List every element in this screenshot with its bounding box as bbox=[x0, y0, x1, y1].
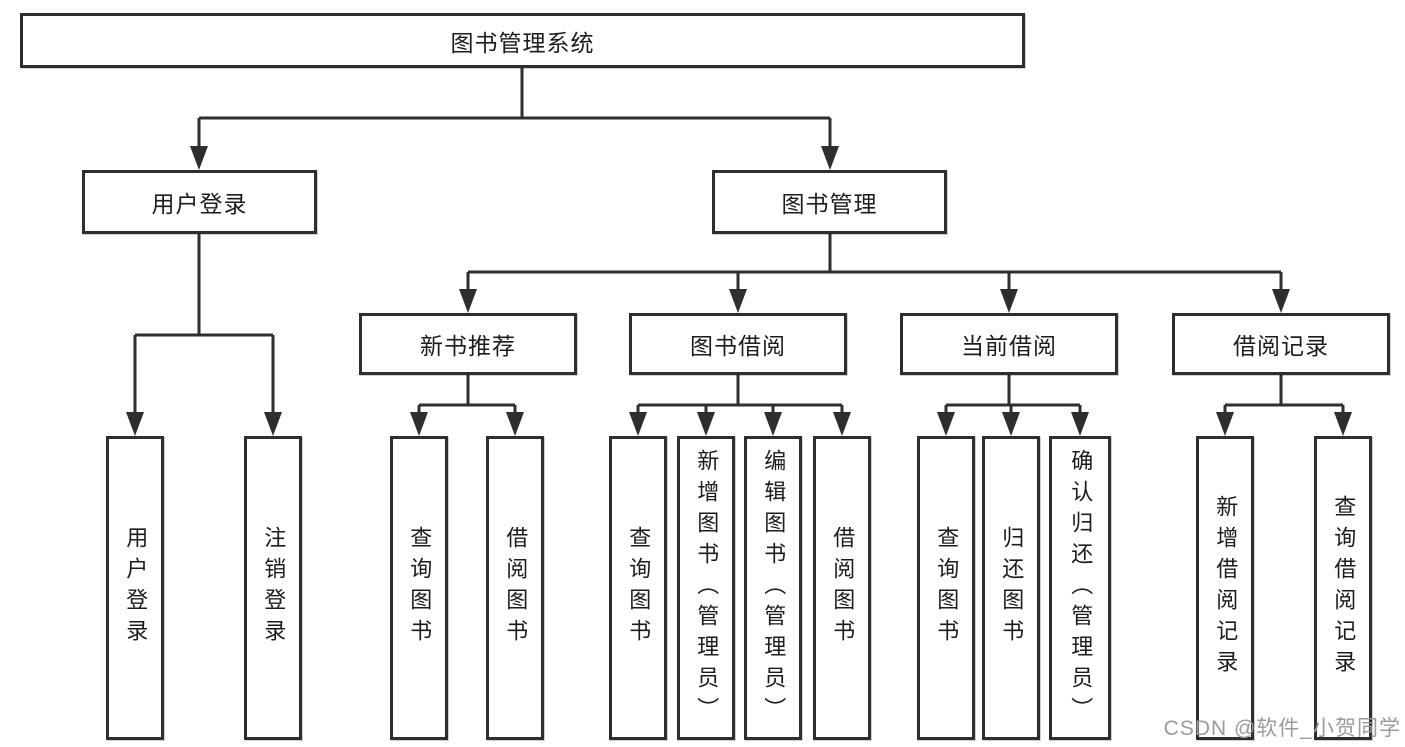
leaf-cb-query-books: 查询图书 bbox=[917, 436, 975, 740]
arrowhead-down-icon bbox=[459, 289, 477, 313]
node-new-book-recommend-label: 新书推荐 bbox=[420, 333, 516, 359]
leaf-br-add-record: 新增借阅记录 bbox=[1196, 436, 1254, 740]
connector-root-to-level2 bbox=[190, 68, 839, 170]
leaf-bb-edit-books-admin: 编辑图书（管理员） bbox=[744, 436, 802, 740]
connector-new-book-rec-to-leaves bbox=[410, 375, 524, 436]
leaf-logout-action: 注销登录 bbox=[244, 436, 302, 740]
leaf-label: 新增图书（管理员） bbox=[694, 448, 720, 728]
leaf-label: 编辑图书（管理员） bbox=[761, 448, 787, 728]
connector-book-borrow-to-leaves bbox=[629, 375, 851, 436]
arrowhead-down-icon bbox=[126, 412, 144, 436]
leaf-cb-confirm-return-admin: 确认归还（管理员） bbox=[1049, 436, 1111, 740]
leaf-label: 新增借阅记录 bbox=[1213, 495, 1239, 681]
node-user-login-label: 用户登录 bbox=[151, 191, 248, 217]
arrowhead-down-icon bbox=[1071, 412, 1089, 436]
csdn-watermark: CSDN @软件_小贺同学 bbox=[1163, 717, 1401, 740]
leaf-bb-add-books-admin: 新增图书（管理员） bbox=[677, 436, 735, 740]
connector-current-borrow-to-leaves bbox=[937, 375, 1089, 436]
arrowhead-down-icon bbox=[729, 289, 747, 313]
node-new-book-recommend: 新书推荐 bbox=[359, 313, 577, 375]
node-borrowing-records-label: 借阅记录 bbox=[1233, 333, 1329, 359]
arrowhead-down-icon bbox=[821, 146, 839, 170]
arrowhead-down-icon bbox=[410, 412, 428, 436]
leaf-label: 查询图书 bbox=[934, 526, 960, 650]
node-book-management: 图书管理 bbox=[712, 170, 947, 234]
leaf-rec-query-books: 查询图书 bbox=[390, 436, 448, 740]
leaf-br-query-record: 查询借阅记录 bbox=[1314, 436, 1372, 740]
arrowhead-down-icon bbox=[1216, 412, 1234, 436]
leaf-label: 借阅图书 bbox=[830, 526, 856, 650]
leaf-bb-borrow-books: 借阅图书 bbox=[813, 436, 871, 740]
arrowhead-down-icon bbox=[833, 412, 851, 436]
arrowhead-down-icon bbox=[1334, 412, 1352, 436]
leaf-label: 注销登录 bbox=[261, 526, 287, 650]
leaf-bb-query-books: 查询图书 bbox=[609, 436, 667, 740]
arrowhead-down-icon bbox=[1002, 412, 1020, 436]
arrowhead-down-icon bbox=[1272, 289, 1290, 313]
leaf-rec-borrow-books: 借阅图书 bbox=[486, 436, 544, 740]
leaf-label: 查询借阅记录 bbox=[1331, 495, 1357, 681]
leaf-label: 确认归还（管理员） bbox=[1068, 448, 1094, 728]
node-book-borrowing: 图书借阅 bbox=[629, 313, 847, 375]
arrowhead-down-icon bbox=[506, 412, 524, 436]
arrowhead-down-icon bbox=[937, 412, 955, 436]
arrowhead-down-icon bbox=[1000, 289, 1018, 313]
connector-user-login-to-leaves bbox=[126, 234, 282, 436]
node-root-system: 图书管理系统 bbox=[20, 13, 1025, 68]
leaf-label: 用户登录 bbox=[123, 526, 149, 650]
node-current-borrowing-label: 当前借阅 bbox=[961, 333, 1057, 359]
leaf-label: 查询图书 bbox=[407, 526, 433, 650]
connector-borrow-records-to-leaves bbox=[1216, 375, 1352, 436]
arrowhead-down-icon bbox=[629, 412, 647, 436]
leaf-label: 查询图书 bbox=[626, 526, 652, 650]
arrowhead-down-icon bbox=[190, 146, 208, 170]
arrowhead-down-icon bbox=[697, 412, 715, 436]
connector-book-mgmt-to-level3 bbox=[459, 234, 1290, 313]
node-root-label: 图书管理系统 bbox=[450, 29, 595, 56]
arrowhead-down-icon bbox=[764, 412, 782, 436]
arrowhead-down-icon bbox=[264, 412, 282, 436]
leaf-label: 借阅图书 bbox=[503, 526, 529, 650]
node-current-borrowing: 当前借阅 bbox=[900, 313, 1118, 375]
leaf-cb-return-books: 归还图书 bbox=[982, 436, 1040, 740]
leaf-label: 归还图书 bbox=[999, 526, 1025, 650]
node-borrowing-records: 借阅记录 bbox=[1172, 313, 1390, 375]
node-user-login: 用户登录 bbox=[82, 170, 317, 234]
node-book-borrowing-label: 图书借阅 bbox=[690, 333, 786, 359]
node-book-management-label: 图书管理 bbox=[781, 191, 878, 217]
leaf-user-login-action: 用户登录 bbox=[106, 436, 164, 740]
